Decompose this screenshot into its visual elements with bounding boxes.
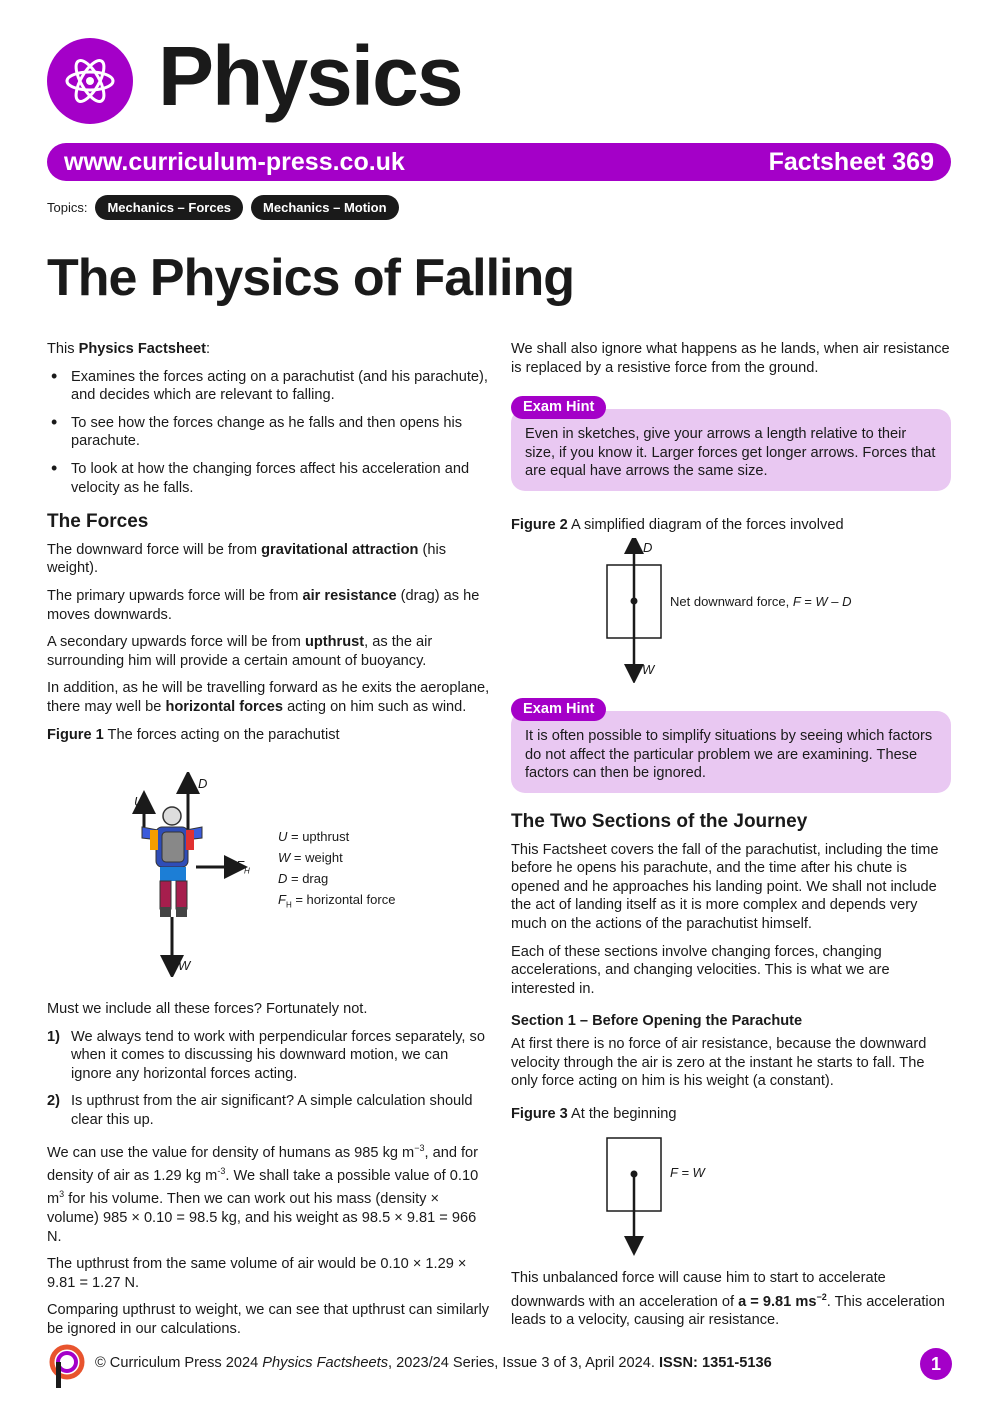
paragraph: In addition, as he will be travelling fo… <box>47 680 490 715</box>
left-column-lower: Must we include all these forces? Fortun… <box>47 1000 492 1347</box>
legend-item: W = weight <box>278 850 343 865</box>
list-item: 2)Is upthrust from the air significant? … <box>47 1093 473 1128</box>
page-title: The Physics of Falling <box>47 249 575 307</box>
paragraph: Comparing upthrust to weight, we can see… <box>47 1302 490 1337</box>
paragraph: This unbalanced force will cause him to … <box>511 1270 945 1329</box>
figure2-caption: Figure 2 A simplified diagram of the for… <box>511 517 844 533</box>
paragraph: Each of these sections involve changing … <box>511 943 890 997</box>
legend-item: U = upthrust <box>278 829 350 844</box>
topic-tag[interactable]: Mechanics – Motion <box>251 195 399 220</box>
label-d: D <box>643 540 653 555</box>
section-heading: The Forces <box>47 511 149 533</box>
left-column: This Physics Factsheet: Examines the for… <box>47 340 492 753</box>
list-item: To look at how the changing forces affec… <box>47 459 492 497</box>
label-w: W <box>178 958 191 973</box>
figure-caption: Figure 1 The forces acting on the parach… <box>47 726 340 743</box>
legend-item: D = drag <box>278 871 329 886</box>
label-u: U <box>134 794 144 809</box>
paragraph: We shall also ignore what happens as he … <box>511 341 950 376</box>
exam-hint-text: Even in sketches, give your arrows a len… <box>525 426 936 480</box>
paragraph: Must we include all these forces? Fortun… <box>47 1001 368 1017</box>
force-equation: F = W <box>670 1165 705 1180</box>
figure3-caption: Figure 3 At the beginning <box>511 1105 677 1122</box>
figure2-diagram: D W Net downward force, F = W – D <box>600 534 880 684</box>
right-column: We shall also ignore what happens as he … <box>511 340 951 386</box>
label-w: W <box>642 662 655 677</box>
section-heading: The Two Sections of the Journey <box>511 811 808 832</box>
curriculum-press-logo-icon <box>47 1344 87 1390</box>
intro-bullets: Examines the forces acting on a parachut… <box>47 367 492 498</box>
label-d: D <box>198 776 208 791</box>
paragraph: The primary upwards force will be from a… <box>47 587 480 623</box>
parachutist-figure: U D FH W <box>120 770 260 979</box>
header-bar: www.curriculum-press.co.uk Factsheet 369 <box>47 143 951 181</box>
paragraph: The downward force will be from gravitat… <box>47 541 447 577</box>
exam-hint-1: Exam Hint Even in sketches, give your ar… <box>511 396 951 491</box>
label-fh: FH <box>236 858 250 876</box>
list-item: Examines the forces acting on a parachut… <box>47 367 492 405</box>
page-number: 1 <box>920 1348 952 1380</box>
atom-logo-icon <box>47 38 133 124</box>
figure1-legend: U = upthrust W = weight D = drag FH = ho… <box>278 826 395 916</box>
paragraph: At first there is no force of air resist… <box>511 1035 927 1090</box>
exam-hint-tag: Exam Hint <box>511 698 607 721</box>
list-item: To see how the forces change as he falls… <box>47 413 492 451</box>
right-column-lower: The Two Sections of the Journey This Fac… <box>511 811 951 1132</box>
exam-hint-text: It is often possible to simplify situati… <box>525 728 933 782</box>
exam-hint-2: Exam Hint It is often possible to simpli… <box>511 698 951 793</box>
subject-title: Physics <box>158 29 464 123</box>
figure3-diagram: F = W <box>600 1132 800 1257</box>
topics-row: Topics: Mechanics – Forces Mechanics – M… <box>47 195 399 220</box>
net-force-label: Net downward force, F = W – D <box>670 594 852 609</box>
footer-copyright: © Curriculum Press 2024 Physics Factshee… <box>95 1355 772 1371</box>
intro: This Physics Factsheet: <box>47 341 211 357</box>
subsection-heading: Section 1 – Before Opening the Parachute <box>511 1013 803 1030</box>
paragraph: The upthrust from the same volume of air… <box>47 1256 467 1291</box>
right-column-end: This unbalanced force will cause him to … <box>511 1269 951 1339</box>
list-item: 1)We always tend to work with perpendicu… <box>47 1028 485 1082</box>
exam-hint-tag: Exam Hint <box>511 396 607 419</box>
website-link[interactable]: www.curriculum-press.co.uk <box>64 148 405 176</box>
topic-tag[interactable]: Mechanics – Forces <box>95 195 244 220</box>
paragraph: This Factsheet covers the fall of the pa… <box>511 841 939 932</box>
paragraph: We can use the value for density of huma… <box>47 1142 479 1245</box>
topics-label: Topics: <box>47 200 88 215</box>
paragraph: A secondary upwards force will be from u… <box>47 634 433 669</box>
legend-item: FH = horizontal force <box>278 892 396 910</box>
factsheet-number: Factsheet 369 <box>768 148 934 176</box>
numbered-list: 1)We always tend to work with perpendicu… <box>47 1028 492 1130</box>
